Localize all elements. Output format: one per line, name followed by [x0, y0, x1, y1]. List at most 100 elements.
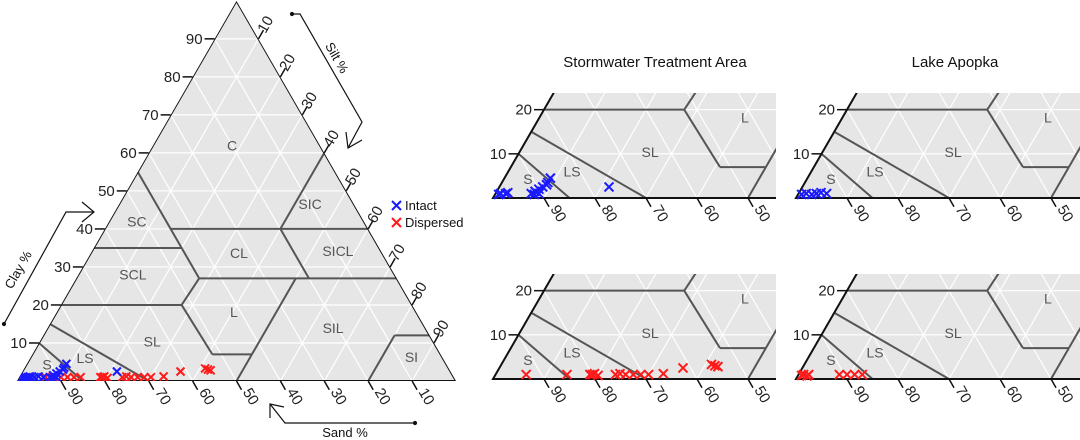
class-label-sil: SIL [323, 320, 344, 336]
sand-tick [999, 197, 1006, 208]
silt-tick-label: 40 [320, 127, 343, 150]
class-label-ls: LS [76, 350, 93, 366]
silt-tick [411, 295, 418, 306]
class-label-cl: CL [230, 245, 248, 261]
sand-tick-label: 80 [901, 383, 924, 406]
marker-stroke [834, 369, 845, 380]
sand-tick [1050, 378, 1057, 389]
class-boundary [683, 93, 697, 111]
sand-tick-label: 50 [239, 385, 262, 408]
gridline-silt [148, 114, 303, 381]
class-label-si: SI [405, 349, 418, 365]
clay-tick-label: 10 [10, 335, 27, 352]
class-boundary [1067, 326, 1080, 349]
sand-tick-label: 70 [649, 383, 672, 406]
sand-tick-label: 90 [547, 383, 570, 406]
class-boundary [279, 228, 310, 279]
clay-tick-label: 10 [490, 146, 507, 163]
clay-tick-label: 30 [54, 259, 71, 276]
sand-tick [60, 380, 67, 391]
sand-tick [846, 378, 853, 389]
sand-tick-label: 80 [107, 385, 130, 408]
silt-tick [433, 333, 440, 344]
sand-tick [543, 378, 550, 389]
silt-tick [257, 29, 265, 40]
class-label-sic: SIC [298, 196, 321, 212]
class-label-sc: SC [623, 5, 642, 21]
class-label-s: S [826, 352, 835, 368]
clay-axis-label: Clay % [1, 248, 35, 292]
gridline-sand [517, 334, 545, 380]
data-point-intact [533, 188, 545, 199]
clay-axis-arrow [1, 201, 95, 327]
silt-axis-label: Silt % [322, 40, 352, 77]
class-label-ls: LS [563, 345, 580, 361]
sand-tick [543, 197, 550, 208]
marker-stroke [561, 369, 573, 380]
data-point-dispersed [849, 369, 860, 380]
marker-stroke [520, 369, 532, 380]
data-point-dispersed [69, 372, 79, 381]
sand-tick-label: 70 [952, 383, 975, 406]
clay-tick-label: 10 [793, 146, 810, 163]
class-label-l: L [1044, 291, 1052, 307]
clay-tick-label: 50 [98, 183, 115, 200]
class-boundary [820, 153, 874, 199]
marker-stroke [803, 369, 814, 380]
gridline-silt [948, 274, 1011, 380]
gridline-sand [686, 274, 749, 380]
sand-tick-label: 80 [598, 383, 621, 406]
data-point-dispersed [561, 369, 573, 380]
class-boundary [1067, 145, 1080, 168]
data-point-dispersed [857, 369, 868, 380]
data-point-intact [502, 187, 513, 198]
class-label-ls: LS [866, 345, 883, 361]
sand-axis-label: Sand % [322, 425, 368, 440]
gridline-silt [594, 93, 657, 199]
marker-stroke [628, 369, 639, 380]
gridline-silt [846, 93, 909, 199]
class-boundary [764, 328, 776, 349]
clay-tick-label: 20 [818, 102, 835, 119]
gridline-silt [897, 93, 960, 199]
data-point-dispersed [520, 369, 532, 380]
sand-tick-label: 20 [371, 385, 394, 408]
class-label-l: L [230, 304, 238, 320]
sand-tick-label: 60 [700, 202, 723, 225]
marker-stroke [203, 364, 213, 375]
sand-tick-label: 70 [952, 202, 975, 225]
class-boundary [747, 166, 767, 199]
data-point-dispersed [146, 372, 156, 381]
data-point-dispersed [628, 369, 639, 380]
marker-stroke [658, 368, 669, 379]
class-label-s: S [523, 171, 532, 187]
class-boundary [180, 277, 201, 306]
marker-stroke [502, 187, 513, 198]
marker-stroke [158, 371, 169, 381]
class-label-s: S [826, 171, 835, 187]
sand-tick [279, 380, 287, 391]
data-point-intact [61, 359, 72, 369]
class-boundary [747, 347, 767, 380]
sand-tick [897, 378, 904, 389]
silt-tick-label: 90 [430, 317, 453, 340]
marker-stroke [38, 372, 49, 381]
class-boundary [986, 290, 1024, 349]
silt-tick [367, 219, 374, 230]
class-label-l: L [741, 110, 749, 126]
sand-tick-label: 90 [850, 202, 873, 225]
sand-tick [696, 197, 703, 208]
clay-tick-label: 70 [142, 107, 159, 124]
gridline-silt [411, 342, 435, 381]
sand-tick [323, 380, 330, 391]
marker-stroke [102, 373, 113, 381]
sand-tick [1050, 197, 1057, 208]
class-boundary [833, 311, 950, 380]
data-point-dispersed [834, 369, 845, 380]
sand-tick [594, 378, 601, 389]
gridline-silt [323, 266, 391, 381]
class-boundary [250, 277, 297, 355]
clay-tick-label: 10 [793, 327, 810, 344]
sand-tick-label: 70 [151, 385, 174, 408]
